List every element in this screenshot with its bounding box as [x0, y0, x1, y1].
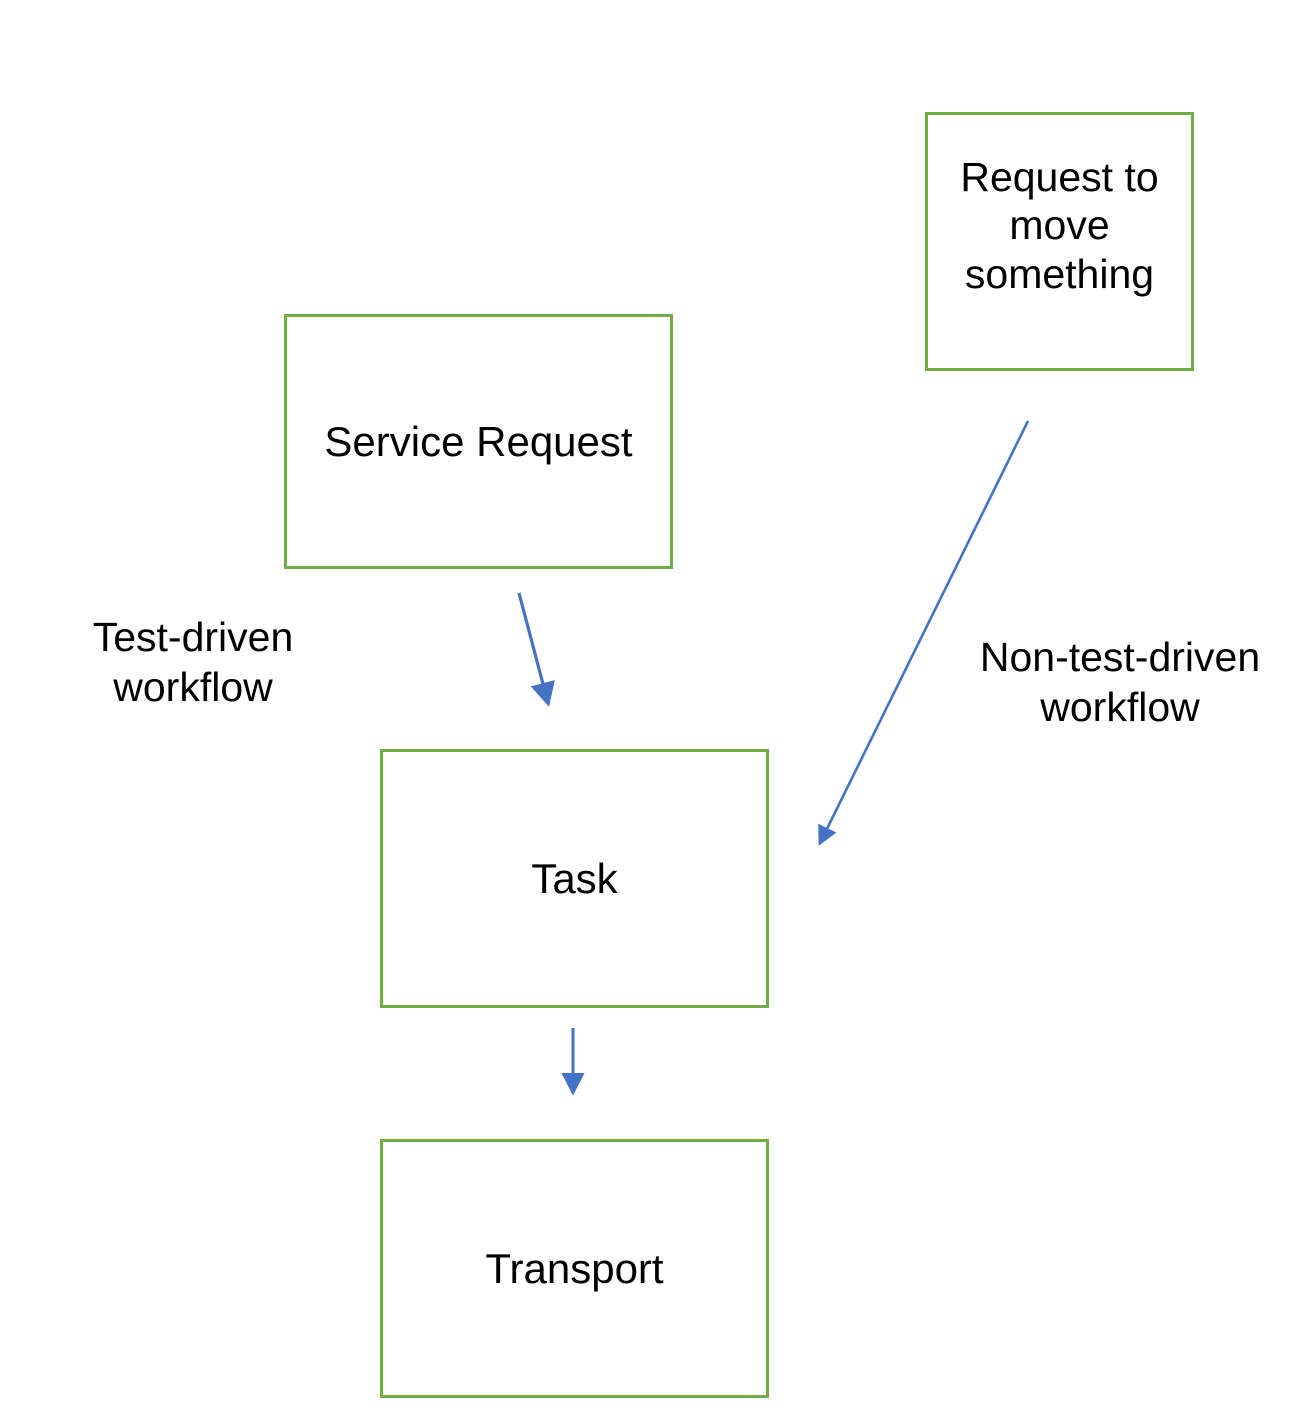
- arrow-service-request-to-task: [517, 592, 555, 707]
- node-transport[interactable]: Transport: [380, 1139, 769, 1398]
- node-service-request[interactable]: Service Request: [284, 314, 673, 569]
- node-task[interactable]: Task: [380, 749, 769, 1008]
- node-request-to-move-something[interactable]: Request to move something: [925, 112, 1194, 371]
- edge-label-test-driven-workflow: Test-driven workflow: [92, 614, 294, 711]
- edge-label-non-test-driven-workflow: Non-test-driven workflow: [979, 634, 1261, 731]
